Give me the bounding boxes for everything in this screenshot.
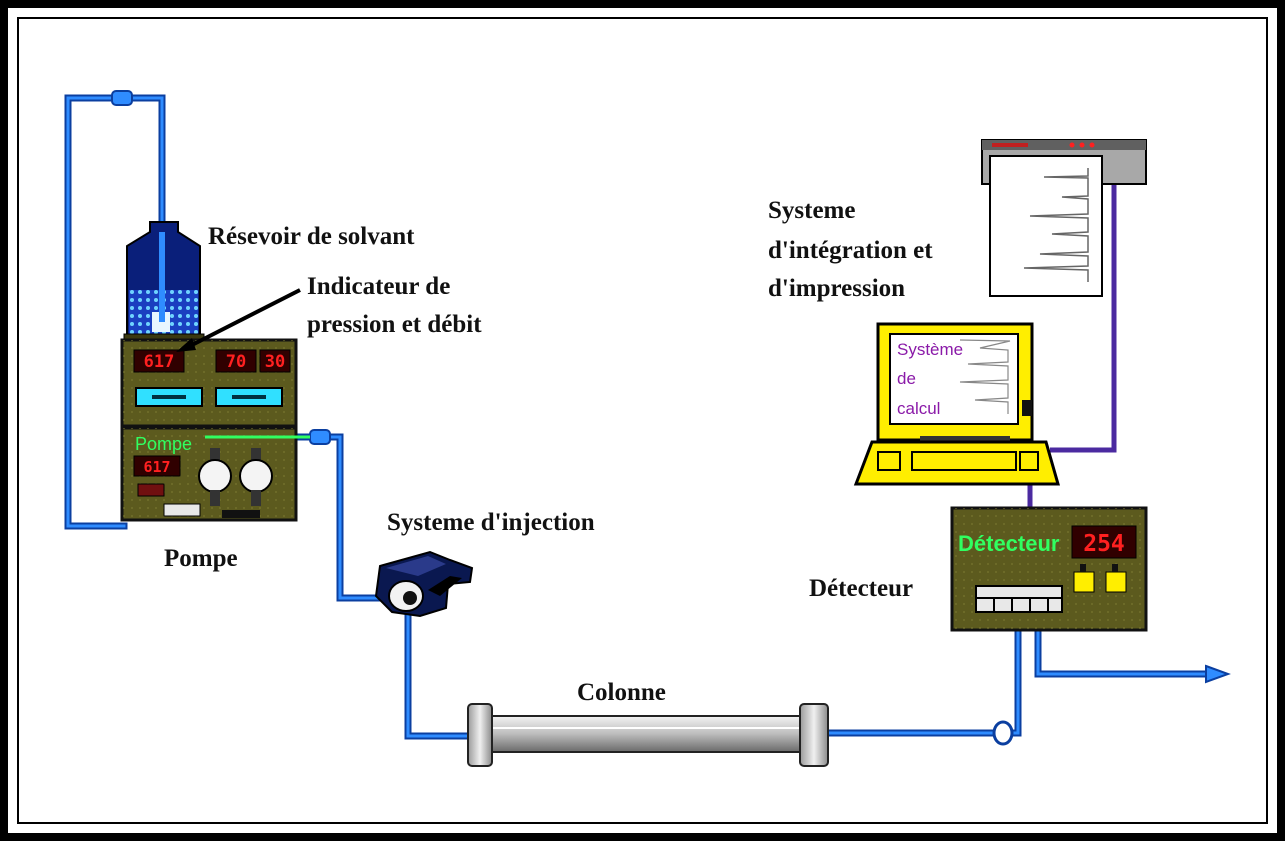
pump-inner-display-value: 617 [143, 458, 170, 476]
computer: Système de calcul [853, 322, 1060, 486]
detector-unit: Détecteur 254 [950, 506, 1148, 632]
outlet-arrow [1205, 664, 1231, 684]
label-pump: Pompe [164, 545, 238, 572]
label-reservoir: Résevoir de solvant [208, 223, 415, 250]
detector-lamp-right [1105, 571, 1127, 593]
tube-injector-column [404, 608, 474, 740]
printer [981, 139, 1147, 297]
pump-display-left [133, 349, 185, 373]
column-cap-right [799, 703, 829, 767]
detector-lamp-left [1073, 571, 1095, 593]
hplc-column [467, 703, 829, 767]
label-indicator-line2: pression et débit [307, 311, 482, 338]
printer-paper [989, 155, 1103, 297]
pump-display-right [259, 349, 291, 373]
label-column: Colonne [577, 679, 666, 706]
detector-inner-label: Détecteur [958, 531, 1060, 556]
label-printer-line1: Systeme [768, 197, 855, 224]
screen-text-line3: calcul [897, 399, 940, 418]
pump-display-mid-value: 70 [226, 352, 246, 372]
label-injection: Systeme d'injection [387, 509, 595, 536]
pump-unit: 617 70 30 Pompe 617 [120, 338, 310, 522]
labels: Résevoir de solvant Indicateur de pressi… [164, 197, 933, 706]
indicator-pointer [176, 288, 301, 352]
screen-text-line2: de [897, 369, 916, 388]
screen-text-line1: Système [897, 340, 963, 359]
label-detector: Détecteur [809, 575, 913, 602]
printer-chromatogram [1023, 168, 1089, 282]
fitting-pump-outlet [309, 429, 331, 445]
cables [1027, 180, 1117, 508]
solvent-reservoir [123, 221, 205, 342]
pump-pistons [198, 448, 273, 506]
label-printer-line3: d'impression [768, 275, 905, 302]
pump-display-right-value: 30 [265, 352, 285, 372]
fitting-top [111, 90, 133, 106]
column-cap-left [467, 703, 493, 767]
pump-display-mid [215, 349, 257, 373]
label-indicator-line1: Indicateur de [307, 273, 450, 300]
tubing [64, 94, 1216, 740]
detector-display-value: 254 [1083, 531, 1125, 557]
pump-display-left-value: 617 [144, 352, 175, 372]
pump-inner-label: Pompe [135, 434, 192, 454]
cable-printer-computer [1050, 180, 1117, 453]
injector-valve [374, 550, 474, 618]
pump-inner-display [133, 455, 181, 477]
label-printer-line2: d'intégration et [768, 237, 933, 264]
detector-display [1071, 525, 1137, 559]
fitting-column-detector [992, 720, 1014, 746]
